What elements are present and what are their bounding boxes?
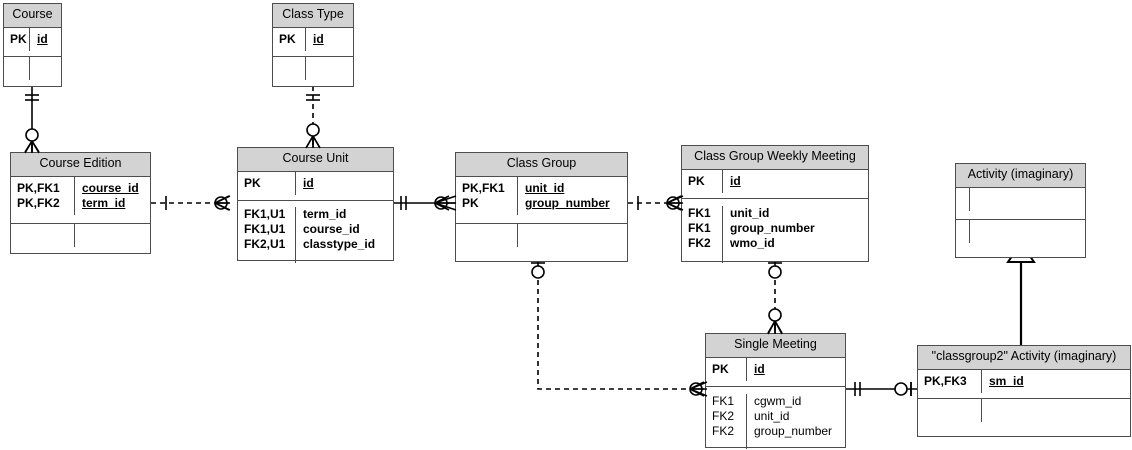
link-course-edition-to-course-unit (151, 195, 230, 211)
entity-class-type-empty-key-column (273, 56, 306, 81)
link-class-type-to-course-unit (305, 86, 321, 149)
entity-course[interactable]: Course PK id (3, 3, 62, 87)
link-course-to-course-edition (24, 86, 40, 153)
entity-cgwm-pk-section: PK id (682, 169, 868, 199)
symbol-crowsfoot-class-group-left (434, 195, 457, 211)
entity-activity-imaginary-empty-section (956, 219, 1085, 255)
link-classgroup2-inherits-activity (1006, 241, 1036, 345)
entity-class-type[interactable]: Class Type PK id (272, 3, 354, 87)
entity-class-group-title: Class Group (456, 153, 627, 177)
entity-class-group[interactable]: Class Group PK,FK1 PK unit_id group_numb… (455, 152, 628, 262)
entity-course-title: Course (4, 4, 61, 28)
entity-classgroup2-activity-pk-section: PK,FK3 sm_id (918, 369, 1130, 399)
entity-single-meeting[interactable]: Single Meeting PK id FK1 FK2 FK2 cgwm_id… (705, 333, 846, 449)
entity-class-group-attr-column: unit_id group_number (525, 180, 610, 211)
entity-course-edition-attr-column: course_id term_id (82, 180, 139, 211)
entity-cgwm-fk-attr-column: unit_id group_number wmo_id (730, 205, 815, 251)
entity-course-unit-attr-section: FK1,U1 FK1,U1 FK2,U1 term_id course_id c… (238, 201, 393, 263)
entity-course-pk-section: PK id (4, 27, 61, 57)
entity-course-unit-title: Course Unit (238, 148, 393, 172)
entity-classgroup2-activity-empty-section (918, 398, 1130, 432)
entity-single-meeting-pk-section: PK id (706, 357, 845, 387)
entity-course-edition-key-column: PK,FK1 PK,FK2 (11, 176, 75, 216)
entity-class-type-key-column: PK (273, 27, 306, 52)
entity-classgroup2-activity-key-column: PK,FK3 (918, 369, 982, 394)
entity-course-empty-attr-column (30, 57, 61, 80)
entity-course-edition-empty-key-column (11, 223, 75, 248)
entity-single-meeting-title: Single Meeting (706, 334, 845, 358)
entity-classgroup2-activity-attr-column: sm_id (989, 373, 1024, 388)
entity-course-unit-key-column: PK (238, 171, 296, 196)
entity-course-unit[interactable]: Course Unit PK id FK1,U1 FK1,U1 FK2,U1 t… (237, 147, 394, 263)
entity-class-group-pk-section: PK,FK1 PK unit_id group_number (456, 176, 627, 224)
entity-classgroup2-activity[interactable]: "classgroup2" Activity (imaginary) PK,FK… (917, 345, 1131, 437)
entity-single-meeting-fk-attr-column: cgwm_id unit_id group_number (754, 393, 833, 439)
entity-course-edition-title: Course Edition (11, 153, 150, 177)
link-class-group-to-single-meeting (531, 262, 705, 397)
link-class-group-to-weekly-meeting (628, 195, 684, 211)
link-weekly-meeting-to-single-meeting (767, 262, 783, 334)
entity-class-group-empty-section (456, 223, 627, 262)
entity-class-type-pk-section: PK id (273, 27, 353, 57)
entity-class-type-attr-section (273, 56, 353, 85)
entity-activity-imaginary-empty-key-column (956, 219, 970, 244)
entity-classgroup2-activity-title: "classgroup2" Activity (imaginary) (918, 346, 1130, 370)
entity-activity-imaginary-key-column (956, 187, 970, 212)
entity-course-edition-attr-section (11, 223, 150, 254)
entity-cgwm-key-column: PK (682, 169, 723, 194)
entity-class-group-key-column: PK,FK1 PK (456, 176, 518, 216)
entity-class-type-empty-attr-column (306, 57, 353, 80)
entity-activity-imaginary-attr-column (970, 188, 1085, 211)
entity-course-edition-pk-section: PK,FK1 PK,FK2 course_id term_id (11, 176, 150, 224)
entity-cgwm-fk-key-column: FK1 FK1 FK2 (682, 205, 723, 263)
entity-course-attr-column: id (37, 31, 48, 46)
entity-course-attr-section (4, 56, 61, 85)
entity-class-type-attr-column: id (313, 31, 324, 46)
entity-course-edition[interactable]: Course Edition PK,FK1 PK,FK2 course_id t… (10, 152, 151, 254)
entity-single-meeting-pk-attr-column: id (754, 361, 765, 376)
entity-course-empty-key-column (4, 56, 30, 81)
entity-classgroup2-activity-empty-attr-column (982, 399, 1130, 422)
entity-cgwm-attr-section: FK1 FK1 FK2 unit_id group_number wmo_id (682, 199, 868, 263)
link-course-unit-to-class-group (393, 195, 455, 211)
entity-single-meeting-fk-key-column: FK1 FK2 FK2 (706, 393, 747, 449)
entity-classgroup2-activity-empty-key-column (918, 398, 982, 423)
entity-course-unit-fk-attr-column: term_id course_id classtype_id (303, 206, 376, 252)
entity-activity-imaginary-pk-section (956, 187, 1085, 220)
entity-activity-imaginary[interactable]: Activity (imaginary) (955, 163, 1086, 258)
entity-class-group-weekly-meeting-title: Class Group Weekly Meeting (682, 146, 868, 170)
entity-course-unit-pk-section: PK id (238, 171, 393, 201)
entity-course-edition-empty-attr-column (75, 224, 150, 247)
entity-single-meeting-key-column: PK (706, 357, 747, 382)
symbol-crowsfoot-course-unit-left (214, 195, 231, 211)
link-single-meeting-to-classgroup2-activity (846, 382, 917, 396)
entity-course-unit-pk-attr-column: id (303, 175, 314, 190)
entity-activity-imaginary-title: Activity (imaginary) (956, 164, 1085, 188)
entity-class-group-weekly-meeting[interactable]: Class Group Weekly Meeting PK id FK1 FK1… (681, 145, 869, 263)
entity-single-meeting-attr-section: FK1 FK2 FK2 cgwm_id unit_id group_number (706, 387, 845, 449)
entity-class-group-empty-attr-column (518, 224, 627, 247)
entity-class-type-title: Class Type (273, 4, 353, 28)
entity-cgwm-pk-attr-column: id (730, 173, 741, 188)
entity-course-unit-fk-key-column: FK1,U1 FK1,U1 FK2,U1 (238, 206, 296, 263)
entity-activity-imaginary-empty-attr-column (970, 220, 1085, 243)
entity-course-key-column: PK (4, 27, 30, 52)
entity-class-group-empty-key-column (456, 223, 518, 248)
